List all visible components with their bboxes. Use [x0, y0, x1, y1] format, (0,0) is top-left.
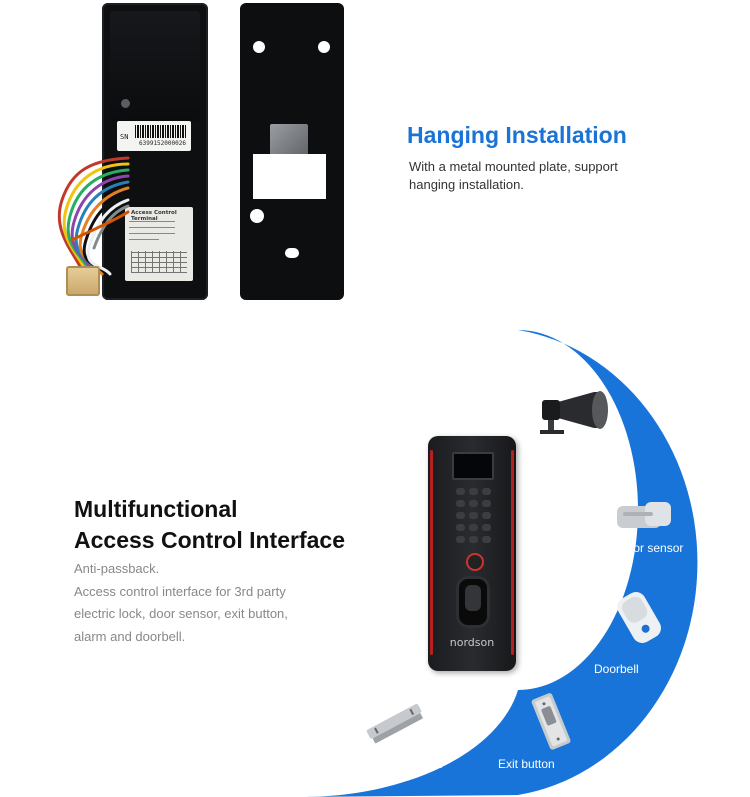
body-line: electric lock, door sensor, exit button,: [74, 606, 288, 621]
accessory-label-electric-lock: Electric lock: [378, 757, 443, 771]
accessory-label-door-sensor: Door sensor: [618, 541, 684, 555]
accessory-label-exit-button: Exit button: [498, 757, 555, 771]
mount-hole: [318, 41, 330, 53]
door-sensor-icon: [617, 502, 671, 528]
device-red-trim: [430, 450, 433, 655]
accessory-label-doorbell: Doorbell: [594, 662, 639, 676]
serial-sticker: SN 6399152000026: [117, 121, 191, 151]
sn-number: 6399152000026: [139, 140, 186, 147]
mount-hole: [285, 248, 299, 258]
exit-button-icon: [531, 693, 571, 750]
multifunctional-text: Anti-passback. Access control interface …: [74, 558, 374, 648]
barcode: [135, 125, 187, 138]
body-line: Anti-passback.: [74, 561, 160, 576]
doorbell-icon: [617, 592, 661, 643]
electric-lock-icon: [366, 703, 423, 744]
alarm-siren-icon: [540, 391, 608, 434]
title-line: Access Control Interface: [74, 527, 345, 553]
device-brand: nordson: [449, 636, 495, 649]
mount-hole: [250, 209, 264, 223]
multifunctional-title: Multifunctional Access Control Interface: [74, 494, 345, 556]
hanging-text-line: With a metal mounted plate, support: [409, 159, 618, 174]
wire-harness: [57, 156, 130, 276]
mount-hole: [253, 41, 265, 53]
hanging-installation-title: Hanging Installation: [407, 122, 627, 148]
wire-connector: [66, 266, 100, 296]
terminal-back-image: SN 6399152000026 Access Control Terminal: [102, 3, 208, 300]
fingerprint-sensor: [456, 576, 490, 628]
screw: [121, 99, 130, 108]
hanging-text-line: hanging installation.: [409, 177, 524, 192]
spec-label: Access Control Terminal: [125, 207, 193, 281]
device-red-trim: [511, 450, 514, 655]
doorbell-button: [466, 553, 484, 571]
body-line: alarm and doorbell.: [74, 628, 186, 644]
access-control-device-image: nordson: [428, 436, 516, 671]
title-line: Multifunctional: [74, 496, 238, 522]
hanging-installation-text: With a metal mounted plate, support hang…: [409, 158, 679, 194]
metal-tab: [270, 124, 308, 158]
spec-label-title: Access Control Terminal: [131, 210, 177, 222]
sn-label: SN: [120, 133, 129, 141]
device-screen: [452, 452, 494, 480]
plate-cutout: [253, 154, 326, 199]
accessory-label-alarm: Alram: [567, 451, 599, 465]
body-line: Access control interface for 3rd party: [74, 583, 286, 599]
mounting-plate-image: [240, 3, 344, 300]
wiring-diagram: [131, 251, 187, 273]
